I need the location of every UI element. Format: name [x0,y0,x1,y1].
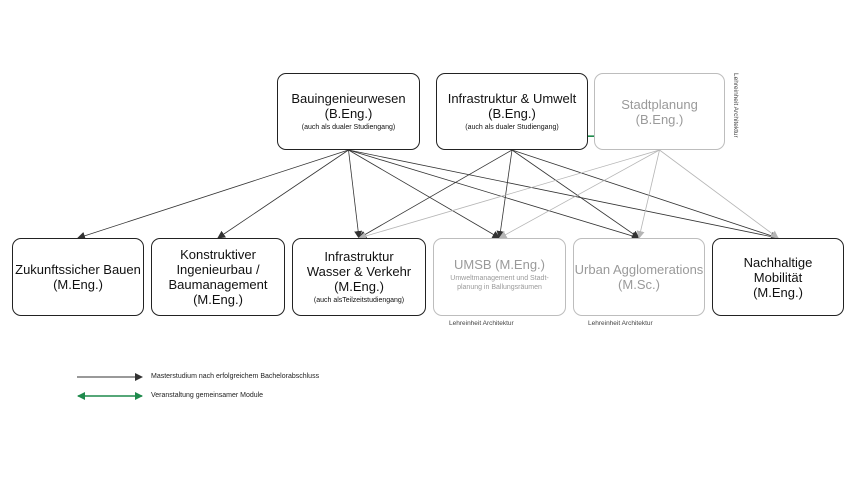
legend-master-text: Masterstudium nach erfolgreichem Bachelo… [151,373,320,380]
connection-stadt-urban [636,149,660,239]
connection-stadt-iwv [358,149,660,240]
bachelor-box-infrastruktur-umwelt: Infrastruktur & Umwelt (B.Eng.) (auch al… [436,73,588,150]
master-box-nachhaltige-mobilitaet: Nachhaltige Mobilität (M.Eng.) [712,238,844,316]
bachelor-box-bauingenieurwesen: Bauingenieurwesen (B.Eng.) (auch als dua… [277,73,420,150]
box-title-line: Stadtplanung [621,96,698,112]
box-title-line: Bauingenieurwesen [291,91,406,106]
box-degree: (M.Sc.) [618,277,660,292]
box-title-line: Wasser & Verkehr [306,264,412,279]
box-note: (auch als dualer Studiengang) [465,124,559,131]
connection-bau-kib [217,149,349,239]
box-note: Umweltmanagement und Stadt- planung in B… [450,275,549,291]
connection-inf-iwv [358,149,513,239]
master-box-umsb: UMSB (M.Eng.) Umweltmanagement und Stadt… [433,238,566,316]
connection-stadt-umsb [498,149,660,239]
connection-inf-mob [511,149,779,240]
connection-bau-zuk [77,149,349,240]
box-degree: (M.Eng.) [193,292,243,307]
box-title-line: Infrastruktur [324,249,394,264]
connection-bau-urban [348,149,640,240]
box-title-line: Urban Agglomerations [574,262,704,277]
bachelor-box-stadtplanung: Stadtplanung (B.Eng.) [594,73,725,150]
side-label-stadtplanung: Lehreinheit Architektur [732,73,739,138]
box-note: (auch alsTeilzeitstudiengang) [313,297,405,304]
box-title-line: Mobilität [753,269,803,285]
connection-inf-urban [511,149,640,239]
box-degree: (M.Eng.) [53,277,103,292]
connection-inf-umsb [496,149,513,239]
connection-layer [77,132,779,241]
box-degree: (M.Eng.) [753,284,803,300]
master-box-konstruktiver-ingenieurbau: Konstruktiver Ingenieurbau / Baumanageme… [151,238,285,316]
box-degree: (M.Eng.) [334,279,384,294]
box-degree: (B.Eng.) [488,106,536,121]
box-title-line: UMSB (M.Eng.) [453,257,545,272]
connection-bau-umsb [348,149,501,239]
box-title-line: Ingenieurbau / [176,262,260,277]
box-title-line: Baumanagement [168,277,268,292]
box-degree: (B.Eng.) [324,106,373,121]
connection-bau-mob [348,149,779,241]
master-box-zukunftssicher-bauen: Zukunftssicher Bauen (M.Eng.) [12,238,144,316]
master-box-infrastruktur-wasser-verkehr: Infrastruktur Wasser & Verkehr (M.Eng.) … [292,238,426,316]
side-label-urban: Lehreinheit Architektur [588,320,653,327]
box-title-line: Konstruktiver [180,247,256,262]
master-box-urban-agglomerations: Urban Agglomerations (M.Sc.) [573,238,705,316]
box-title-line: Nachhaltige [743,254,813,270]
legend-shared-text: Veranstaltung gemeinsamer Module [151,392,264,399]
connection-stadt-mob [659,149,779,239]
box-title-line: Infrastruktur & Umwelt [447,91,577,106]
box-title-line: Zukunftssicher Bauen [15,262,141,277]
box-note: (auch als dualer Studiengang) [301,124,396,131]
box-degree: (B.Eng.) [635,111,684,127]
connection-bau-iwv [348,149,363,239]
side-label-umsb: Lehreinheit Architektur [449,320,514,327]
